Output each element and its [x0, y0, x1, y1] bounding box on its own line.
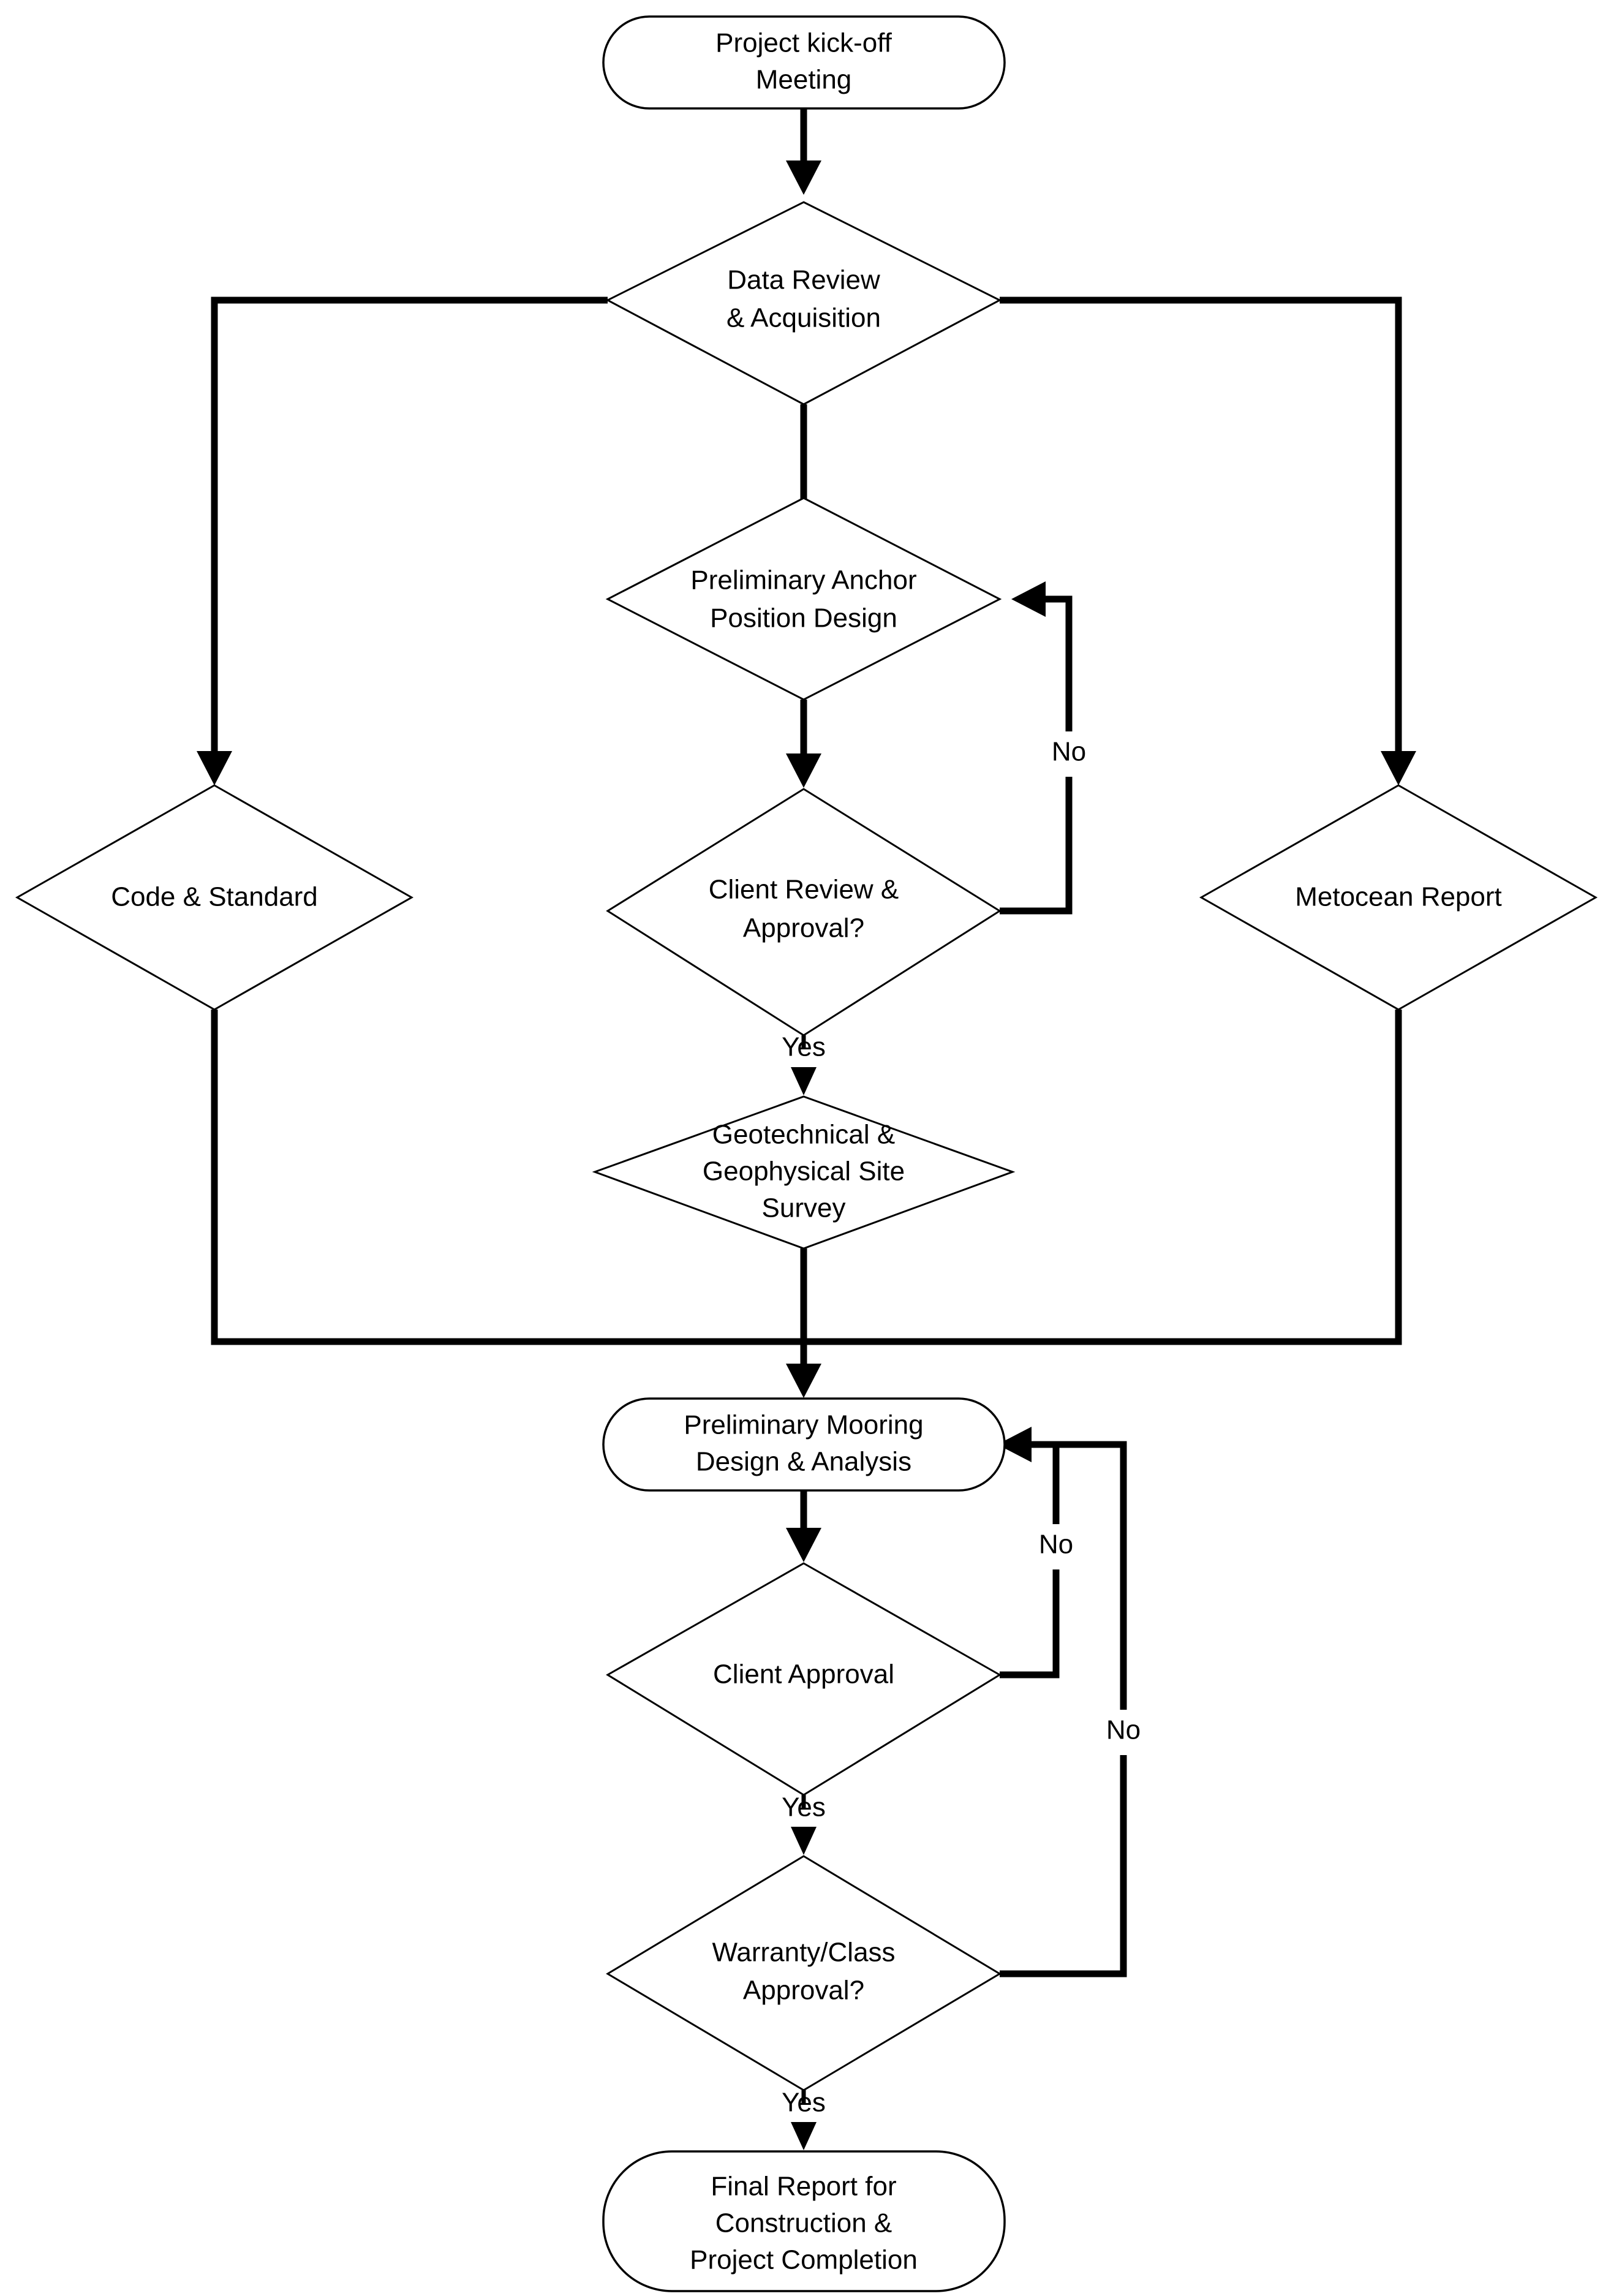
edge-metocean-to-merge-bar: [804, 1010, 1402, 1345]
site-survey-shape: [592, 1095, 1016, 1250]
edge-anchor-position-to-client-review: [786, 700, 821, 788]
node-preliminary-anchor-position-design[interactable]: Preliminary Anchor Position Design: [605, 497, 1002, 701]
site-survey-line-2: Geophysical Site: [703, 1157, 905, 1187]
warranty-class-shape: [606, 1855, 1002, 2091]
edge-client-approval-to-warranty: [791, 1795, 817, 1855]
code-standard-shape: [15, 784, 414, 1011]
edge-warranty-to-final-report: [791, 2090, 817, 2150]
node-geotechnical-geophysical-site-survey[interactable]: Geotechnical & Geophysical Site Survey: [592, 1095, 1016, 1250]
mooring-design-line-1: Preliminary Mooring: [684, 1410, 923, 1440]
node-client-approval[interactable]: Client Approval: [606, 1562, 1002, 1796]
mooring-design-line-2: Design & Analysis: [696, 1447, 911, 1477]
site-survey-line-3: Survey: [762, 1193, 846, 1223]
site-survey-line-1: Geotechnical &: [712, 1120, 895, 1150]
anchor-position-line-1: Preliminary Anchor: [690, 565, 916, 595]
client-review-shape: [606, 788, 1002, 1037]
node-preliminary-mooring-design-analysis[interactable]: Preliminary Mooring Design & Analysis: [602, 1397, 1006, 1492]
client-review-line-2: Approval?: [743, 913, 864, 943]
final-report-line-3: Project Completion: [690, 2245, 918, 2275]
edge-label-warranty-yes: Yes: [782, 2088, 826, 2118]
data-review-line-2: & Acquisition: [726, 303, 881, 333]
final-report-shape: [602, 2150, 1006, 2292]
edge-site-survey-to-mooring-design: [786, 1248, 821, 1398]
node-warranty-class-approval[interactable]: Warranty/Class Approval?: [606, 1855, 1002, 2091]
final-report-line-1: Final Report for: [711, 2172, 896, 2202]
client-review-line-1: Client Review &: [709, 875, 899, 905]
mooring-design-shape: [602, 1397, 1006, 1492]
node-project-kickoff-meeting[interactable]: Project kick-off Meeting: [602, 15, 1006, 110]
edge-label-client-approval-no-top: No: [1039, 1530, 1073, 1560]
edge-label-client-review-no-top: No: [1052, 737, 1086, 767]
node-code-standard[interactable]: Code & Standard: [15, 784, 414, 1011]
metocean-report-label: Metocean Report: [1295, 882, 1502, 912]
edge-mooring-design-to-client-approval: [786, 1490, 821, 1562]
edge-label-warranty-no-top: No: [1106, 1715, 1141, 1745]
data-review-line-1: Data Review: [727, 265, 880, 295]
project-kickoff-line-1: Project kick-off: [715, 28, 892, 58]
data-review-shape: [605, 201, 1002, 406]
warranty-class-line-1: Warranty/Class: [712, 1938, 895, 1968]
edge-data-review-to-metocean: [1000, 296, 1416, 785]
final-report-line-2: Construction &: [715, 2208, 892, 2238]
label-gap-mask-3: [1100, 1710, 1147, 1755]
edge-client-review-to-site-survey: [791, 1035, 817, 1095]
label-gap-mask-1: [1045, 731, 1093, 777]
client-approval-shape: [606, 1562, 1002, 1796]
node-metocean-report[interactable]: Metocean Report: [1199, 784, 1598, 1011]
project-kickoff-line-2: Meeting: [756, 65, 852, 95]
metocean-report-shape: [1199, 784, 1598, 1011]
anchor-position-shape: [605, 497, 1002, 701]
project-kickoff-shape: [602, 15, 1006, 110]
code-standard-label: Code & Standard: [111, 882, 318, 912]
anchor-position-line-2: Position Design: [710, 603, 897, 633]
label-gap-mask-2: [1032, 1524, 1080, 1569]
edge-warranty-no-loop: [997, 1427, 1127, 1977]
edge-label-client-approval-yes: Yes: [782, 1792, 826, 1822]
node-client-review-approval[interactable]: Client Review & Approval?: [606, 788, 1002, 1037]
node-data-review-acquisition[interactable]: Data Review & Acquisition: [605, 201, 1002, 406]
edge-label-client-review-yes: Yes: [782, 1032, 826, 1062]
edge-code-standard-to-merge-bar: [211, 1010, 804, 1345]
node-final-report[interactable]: Final Report for Construction & Project …: [602, 2150, 1006, 2292]
warranty-class-line-2: Approval?: [743, 1976, 864, 2006]
edge-data-review-to-code-standard: [197, 296, 608, 785]
client-approval-label: Client Approval: [713, 1660, 894, 1690]
edge-kickoff-to-data-review: [786, 109, 821, 195]
